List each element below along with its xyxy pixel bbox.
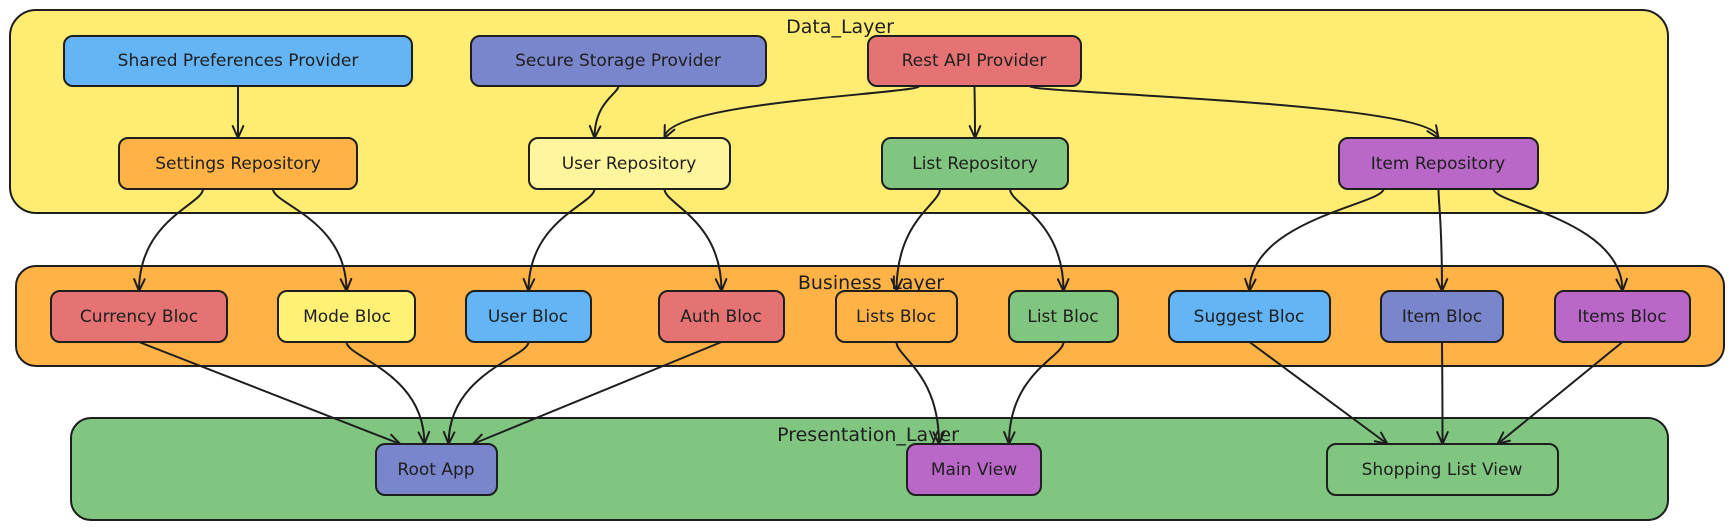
data-layer: Data_Layer	[9, 9, 1669, 214]
node-shopping-list-view-box[interactable]	[1326, 443, 1559, 496]
node-suggest-bloc-label: Suggest Bloc	[1194, 307, 1305, 327]
edge-auth-bloc-to-root-app	[471, 341, 723, 445]
node-rest-api-provider-box[interactable]	[867, 35, 1082, 87]
edge-rest-api-to-list-repo	[973, 85, 976, 139]
node-lists-bloc-label: Lists Bloc	[856, 307, 936, 327]
edge-list-repo-to-lists-bloc	[895, 188, 941, 292]
node-main-view-label: Main View	[931, 460, 1017, 480]
node-suggest-bloc-box[interactable]	[1168, 290, 1331, 343]
edge-user-repo-to-auth-bloc	[663, 188, 723, 292]
node-main-view[interactable]: Main View	[906, 443, 1042, 496]
node-user-repository[interactable]: User Repository	[528, 137, 731, 190]
business-layer-title: Business_Layer	[798, 272, 944, 294]
node-mode-bloc-box[interactable]	[277, 290, 416, 343]
node-currency-bloc-box[interactable]	[50, 290, 228, 343]
edge-list-bloc-to-main-view	[1008, 341, 1065, 445]
node-lists-bloc[interactable]: Lists Bloc	[835, 290, 958, 343]
node-items-bloc-label: Items Bloc	[1577, 307, 1666, 327]
node-item-repository-box[interactable]	[1338, 137, 1539, 190]
node-user-bloc[interactable]: User Bloc	[465, 290, 592, 343]
node-auth-bloc[interactable]: Auth Bloc	[658, 290, 785, 343]
edge-item-repo-to-item-bloc	[1437, 188, 1443, 292]
node-suggest-bloc[interactable]: Suggest Bloc	[1168, 290, 1331, 343]
edge-settings-repo-to-currency-bloc	[138, 188, 204, 292]
edge-user-bloc-to-root-app	[447, 341, 530, 445]
data-layer-title: Data_Layer	[786, 16, 894, 38]
node-list-bloc-box[interactable]	[1008, 290, 1119, 343]
edge-item-repo-to-suggest-bloc	[1248, 188, 1385, 292]
node-items-bloc[interactable]: Items Bloc	[1554, 290, 1691, 343]
edge-item-bloc-to-shopping-list-view	[1441, 341, 1444, 445]
node-shared-preferences-provider[interactable]: Shared Preferences Provider	[63, 35, 413, 87]
edge-item-repo-to-items-bloc	[1492, 188, 1624, 292]
node-shopping-list-view[interactable]: Shopping List View	[1326, 443, 1559, 496]
edge-rest-api-to-item-repo	[1028, 85, 1440, 139]
edge-settings-repo-to-mode-bloc	[272, 188, 348, 292]
node-lists-bloc-box[interactable]	[835, 290, 958, 343]
node-item-repository-label: Item Repository	[1371, 154, 1506, 174]
node-auth-bloc-label: Auth Bloc	[680, 307, 761, 327]
node-shared-preferences-provider-label: Shared Preferences Provider	[118, 51, 359, 71]
node-root-app-box[interactable]	[375, 443, 498, 496]
presentation-layer-title: Presentation_Layer	[777, 424, 959, 446]
node-shared-preferences-provider-box[interactable]	[63, 35, 413, 87]
node-secure-storage-provider-box[interactable]	[470, 35, 767, 87]
node-items-bloc-box[interactable]	[1554, 290, 1691, 343]
node-settings-repository[interactable]: Settings Repository	[118, 137, 358, 190]
node-root-app-label: Root App	[397, 460, 474, 480]
node-rest-api-provider-label: Rest API Provider	[902, 51, 1047, 71]
edge-user-repo-to-user-bloc	[527, 188, 596, 292]
node-list-repository-label: List Repository	[912, 154, 1038, 174]
node-item-bloc-label: Item Bloc	[1402, 307, 1482, 327]
node-item-repository[interactable]: Item Repository	[1338, 137, 1539, 190]
node-auth-bloc-box[interactable]	[658, 290, 785, 343]
node-root-app[interactable]: Root App	[375, 443, 498, 496]
dependency-edges	[133, 85, 1628, 447]
node-currency-bloc[interactable]: Currency Bloc	[50, 290, 228, 343]
edge-currency-bloc-to-root-app	[138, 341, 402, 445]
node-main-view-box[interactable]	[906, 443, 1042, 496]
edge-lists-bloc-to-main-view	[895, 341, 940, 445]
node-list-repository[interactable]: List Repository	[881, 137, 1069, 190]
node-user-bloc-label: User Bloc	[488, 307, 568, 327]
node-user-bloc-box[interactable]	[465, 290, 592, 343]
node-shopping-list-view-label: Shopping List View	[1362, 460, 1523, 480]
node-settings-repository-label: Settings Repository	[155, 154, 321, 174]
node-user-repository-label: User Repository	[562, 154, 697, 174]
node-secure-storage-provider-label: Secure Storage Provider	[515, 51, 721, 71]
node-list-bloc-label: List Bloc	[1027, 307, 1098, 327]
node-item-bloc-box[interactable]	[1380, 290, 1504, 343]
node-list-repository-box[interactable]	[881, 137, 1069, 190]
edge-suggest-bloc-to-shopping-list-view	[1248, 341, 1389, 445]
edge-items-bloc-to-shopping-list-view	[1496, 341, 1624, 445]
node-mode-bloc[interactable]: Mode Bloc	[277, 290, 416, 343]
node-list-bloc[interactable]: List Bloc	[1008, 290, 1119, 343]
node-currency-bloc-label: Currency Bloc	[80, 307, 198, 327]
edge-list-repo-to-list-bloc	[1009, 188, 1065, 292]
node-item-bloc[interactable]: Item Bloc	[1380, 290, 1504, 343]
node-settings-repository-box[interactable]	[118, 137, 358, 190]
edge-mode-bloc-to-root-app	[345, 341, 426, 445]
node-mode-bloc-label: Mode Bloc	[303, 307, 391, 327]
data-layer-background	[9, 9, 1669, 214]
node-rest-api-provider[interactable]: Rest API Provider	[867, 35, 1082, 87]
edge-secure-storage-to-user-repo	[593, 85, 620, 139]
node-secure-storage-provider[interactable]: Secure Storage Provider	[470, 35, 767, 87]
node-user-repository-box[interactable]	[528, 137, 731, 190]
edge-rest-api-to-user-repo	[663, 85, 921, 139]
